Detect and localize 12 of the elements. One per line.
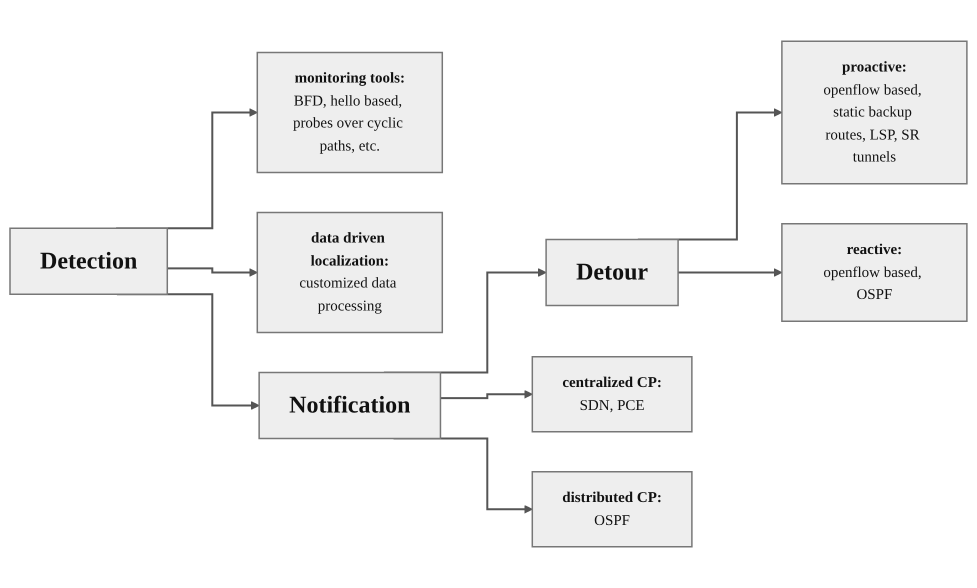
arrow — [678, 268, 782, 277]
node-box: reactive: openflow based, OSPF — [781, 223, 968, 322]
node-box: data driven localization: customized data processing — [256, 212, 444, 334]
node-box: monitoring tools: BFD, hello based, probes over cyclic paths, etc. — [256, 52, 444, 174]
node-box: Detour — [545, 238, 679, 306]
arrow — [440, 390, 533, 400]
node-box: centralized CP: SDN, PCE — [532, 356, 693, 432]
node-box: distributed CP: OSPF — [532, 471, 693, 548]
arrow — [167, 267, 258, 277]
node-box: proactive: openflow based, static backup routes, LSP, SR tunnels — [781, 40, 968, 184]
node-box: Notification — [258, 372, 442, 440]
node-box: Detection — [9, 228, 168, 295]
